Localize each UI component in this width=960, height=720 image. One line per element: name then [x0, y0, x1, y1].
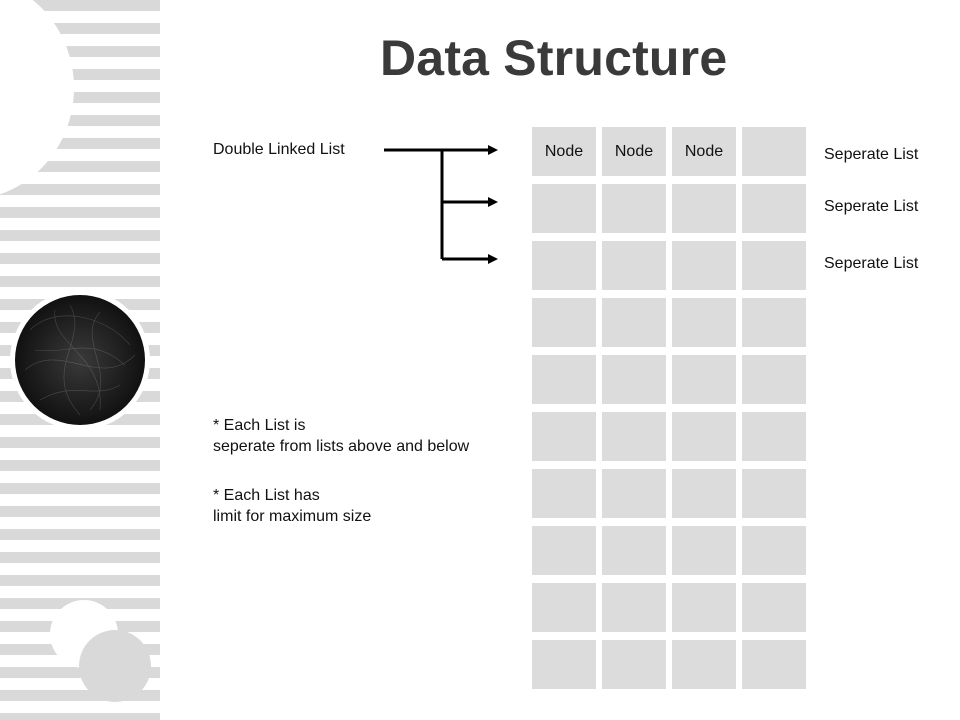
grid-cell: Node	[532, 127, 596, 176]
grid-cell	[602, 412, 666, 461]
grid-cell	[742, 526, 806, 575]
grid-cell	[532, 526, 596, 575]
separate-list-label: Seperate List	[824, 146, 919, 163]
gray-circle-decoration	[79, 630, 151, 702]
note-maximum-size: * Each List has limit for maximum size	[213, 485, 513, 527]
grid-cell	[742, 127, 806, 176]
grid-cell	[532, 412, 596, 461]
grid-cell	[602, 583, 666, 632]
note-line: * Each List has	[213, 487, 320, 504]
grid-cell	[742, 469, 806, 518]
grid-cell	[672, 241, 736, 290]
grid-cell	[742, 298, 806, 347]
grid-cell	[672, 469, 736, 518]
grid-cell	[672, 355, 736, 404]
grid-cell	[532, 355, 596, 404]
grid-cell	[532, 469, 596, 518]
striped-background	[0, 0, 160, 720]
grid-cell	[672, 184, 736, 233]
grid-cell	[672, 412, 736, 461]
grid-cell	[742, 184, 806, 233]
top-arrow-head	[488, 145, 498, 155]
grid-cell	[532, 583, 596, 632]
grid-cell	[532, 298, 596, 347]
grid-cell	[742, 355, 806, 404]
separate-list-label: Seperate List	[824, 255, 919, 272]
grid-cell	[742, 241, 806, 290]
grid-cell	[532, 184, 596, 233]
note-line: * Each List is	[213, 417, 306, 434]
note-line: limit for maximum size	[213, 508, 372, 525]
note-line: seperate from lists above and below	[213, 438, 470, 455]
arrow-connector-diagram	[384, 145, 498, 264]
decorative-striped-artwork	[0, 0, 160, 720]
middle-arrow-head	[488, 197, 498, 207]
grid-cell: Node	[672, 127, 736, 176]
grid-cell	[742, 640, 806, 689]
grid-cell	[672, 583, 736, 632]
grid-cell	[742, 583, 806, 632]
grid-cell	[742, 412, 806, 461]
decorative-sidebar	[0, 0, 160, 720]
double-linked-list-label: Double Linked List	[213, 141, 345, 158]
grid-cell	[672, 298, 736, 347]
grid-cell	[602, 640, 666, 689]
grid-cell	[602, 184, 666, 233]
grid-cell	[602, 355, 666, 404]
bottom-arrow-head	[488, 254, 498, 264]
grid-cell	[672, 640, 736, 689]
grid-cell: Node	[602, 127, 666, 176]
separate-list-label: Seperate List	[824, 198, 919, 215]
note-separate-lists: * Each List is seperate from lists above…	[213, 415, 513, 457]
separate-list-labels: Seperate List Seperate List Seperate Lis…	[824, 0, 960, 720]
grid-cell	[532, 241, 596, 290]
grid-cell	[672, 526, 736, 575]
dark-circle-texture	[24, 304, 136, 416]
grid-cell	[602, 298, 666, 347]
node-grid: Node Node Node	[532, 127, 808, 689]
grid-cell	[532, 640, 596, 689]
grid-cell	[602, 241, 666, 290]
cutout-shapes	[0, 0, 150, 668]
linked-list-arrows	[380, 138, 505, 268]
grid-cell	[602, 526, 666, 575]
grid-cell	[602, 469, 666, 518]
slide-title: Data Structure	[380, 30, 728, 86]
dark-circle-image	[15, 295, 145, 425]
